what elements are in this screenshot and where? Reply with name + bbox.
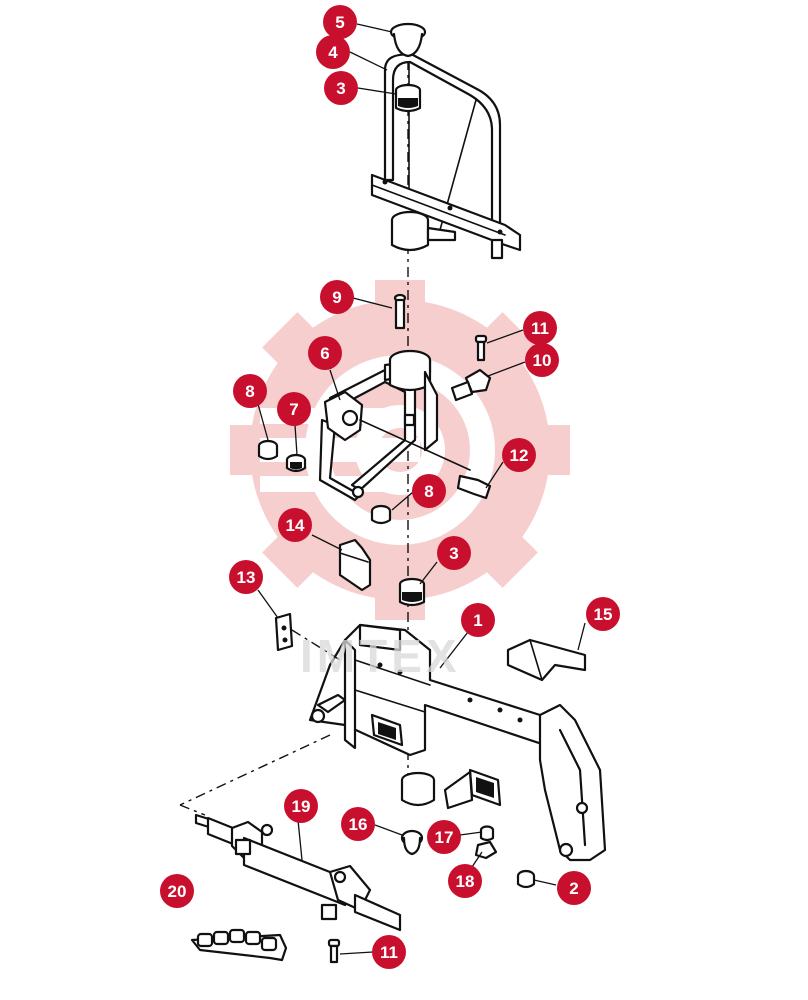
svg-text:20: 20 — [168, 882, 187, 901]
bushing-mid-part — [398, 577, 426, 607]
callout-15[interactable]: 15 — [586, 597, 620, 631]
callout-3-mid[interactable]: 3 — [437, 536, 471, 570]
svg-text:17: 17 — [435, 828, 454, 847]
callout-8-left[interactable]: 8 — [233, 374, 267, 408]
pad-part — [506, 638, 587, 682]
svg-text:3: 3 — [449, 544, 458, 563]
callout-20[interactable]: 20 — [160, 874, 194, 908]
svg-text:11: 11 — [531, 319, 549, 338]
callout-14[interactable]: 14 — [278, 508, 312, 542]
svg-text:3: 3 — [336, 79, 345, 98]
small-bracket-part — [274, 612, 294, 652]
svg-text:11: 11 — [380, 943, 398, 962]
clevis-pin-part — [456, 474, 492, 500]
svg-text:7: 7 — [289, 400, 298, 419]
callout-4[interactable]: 4 — [316, 35, 350, 69]
callout-11-upper[interactable]: 11 — [523, 311, 557, 345]
svg-text:12: 12 — [510, 446, 529, 465]
grease-fitting-part — [450, 368, 492, 402]
callout-17[interactable]: 17 — [427, 820, 461, 854]
callout-5[interactable]: 5 — [323, 5, 357, 39]
hydraulic-cylinder-part — [194, 813, 402, 932]
callout-18[interactable]: 18 — [448, 864, 482, 898]
svg-text:10: 10 — [533, 351, 552, 370]
callout-13[interactable]: 13 — [229, 560, 263, 594]
callout-3-top[interactable]: 3 — [324, 71, 358, 105]
pin-part — [393, 293, 407, 330]
callout-11-lower[interactable]: 11 — [372, 935, 406, 969]
pivot-bracket-part — [318, 349, 471, 502]
axis-line-cylinder — [179, 734, 331, 806]
axis-line-13 — [291, 629, 341, 661]
svg-text:9: 9 — [332, 288, 341, 307]
svg-text:2: 2 — [569, 879, 578, 898]
callout-6[interactable]: 6 — [308, 336, 342, 370]
svg-text:13: 13 — [237, 568, 256, 587]
callout-9[interactable]: 9 — [320, 280, 354, 314]
callout-16[interactable]: 16 — [341, 807, 375, 841]
chain-part — [190, 928, 288, 962]
knob-part — [389, 22, 427, 58]
callout-19[interactable]: 19 — [284, 789, 318, 823]
svg-text:16: 16 — [349, 815, 368, 834]
svg-text:1: 1 — [473, 611, 482, 630]
callout-10[interactable]: 10 — [525, 343, 559, 377]
bolt-upper-part — [474, 334, 488, 362]
svg-text:8: 8 — [424, 482, 433, 501]
collar-part — [390, 210, 457, 252]
svg-text:5: 5 — [335, 13, 344, 32]
callout-8-right[interactable]: 8 — [412, 474, 446, 508]
svg-text:19: 19 — [292, 797, 311, 816]
callout-12[interactable]: 12 — [502, 438, 536, 472]
callout-1[interactable]: 1 — [461, 603, 495, 637]
svg-text:18: 18 — [456, 872, 475, 891]
svg-text:15: 15 — [594, 605, 613, 624]
bushing-top-part — [394, 83, 422, 113]
spacer-part — [285, 453, 307, 473]
callout-7[interactable]: 7 — [277, 392, 311, 426]
plug-part — [400, 829, 424, 856]
nut-part — [516, 869, 536, 889]
svg-text:14: 14 — [286, 516, 305, 535]
watermark-text: IMTEX — [300, 630, 461, 682]
guide-frame-part — [370, 53, 522, 260]
bolt-lower-part — [327, 938, 341, 964]
callout-2[interactable]: 2 — [557, 871, 591, 905]
svg-text:4: 4 — [328, 43, 338, 62]
main-frame-part — [308, 623, 607, 862]
axis-line-cylinder-end — [179, 804, 206, 816]
plate-part — [338, 538, 372, 592]
bushing-8-right-part — [370, 504, 392, 525]
svg-text:8: 8 — [245, 382, 254, 401]
bushing-8-left-part — [257, 439, 279, 461]
washer-part — [479, 825, 495, 842]
svg-text:6: 6 — [320, 344, 329, 363]
